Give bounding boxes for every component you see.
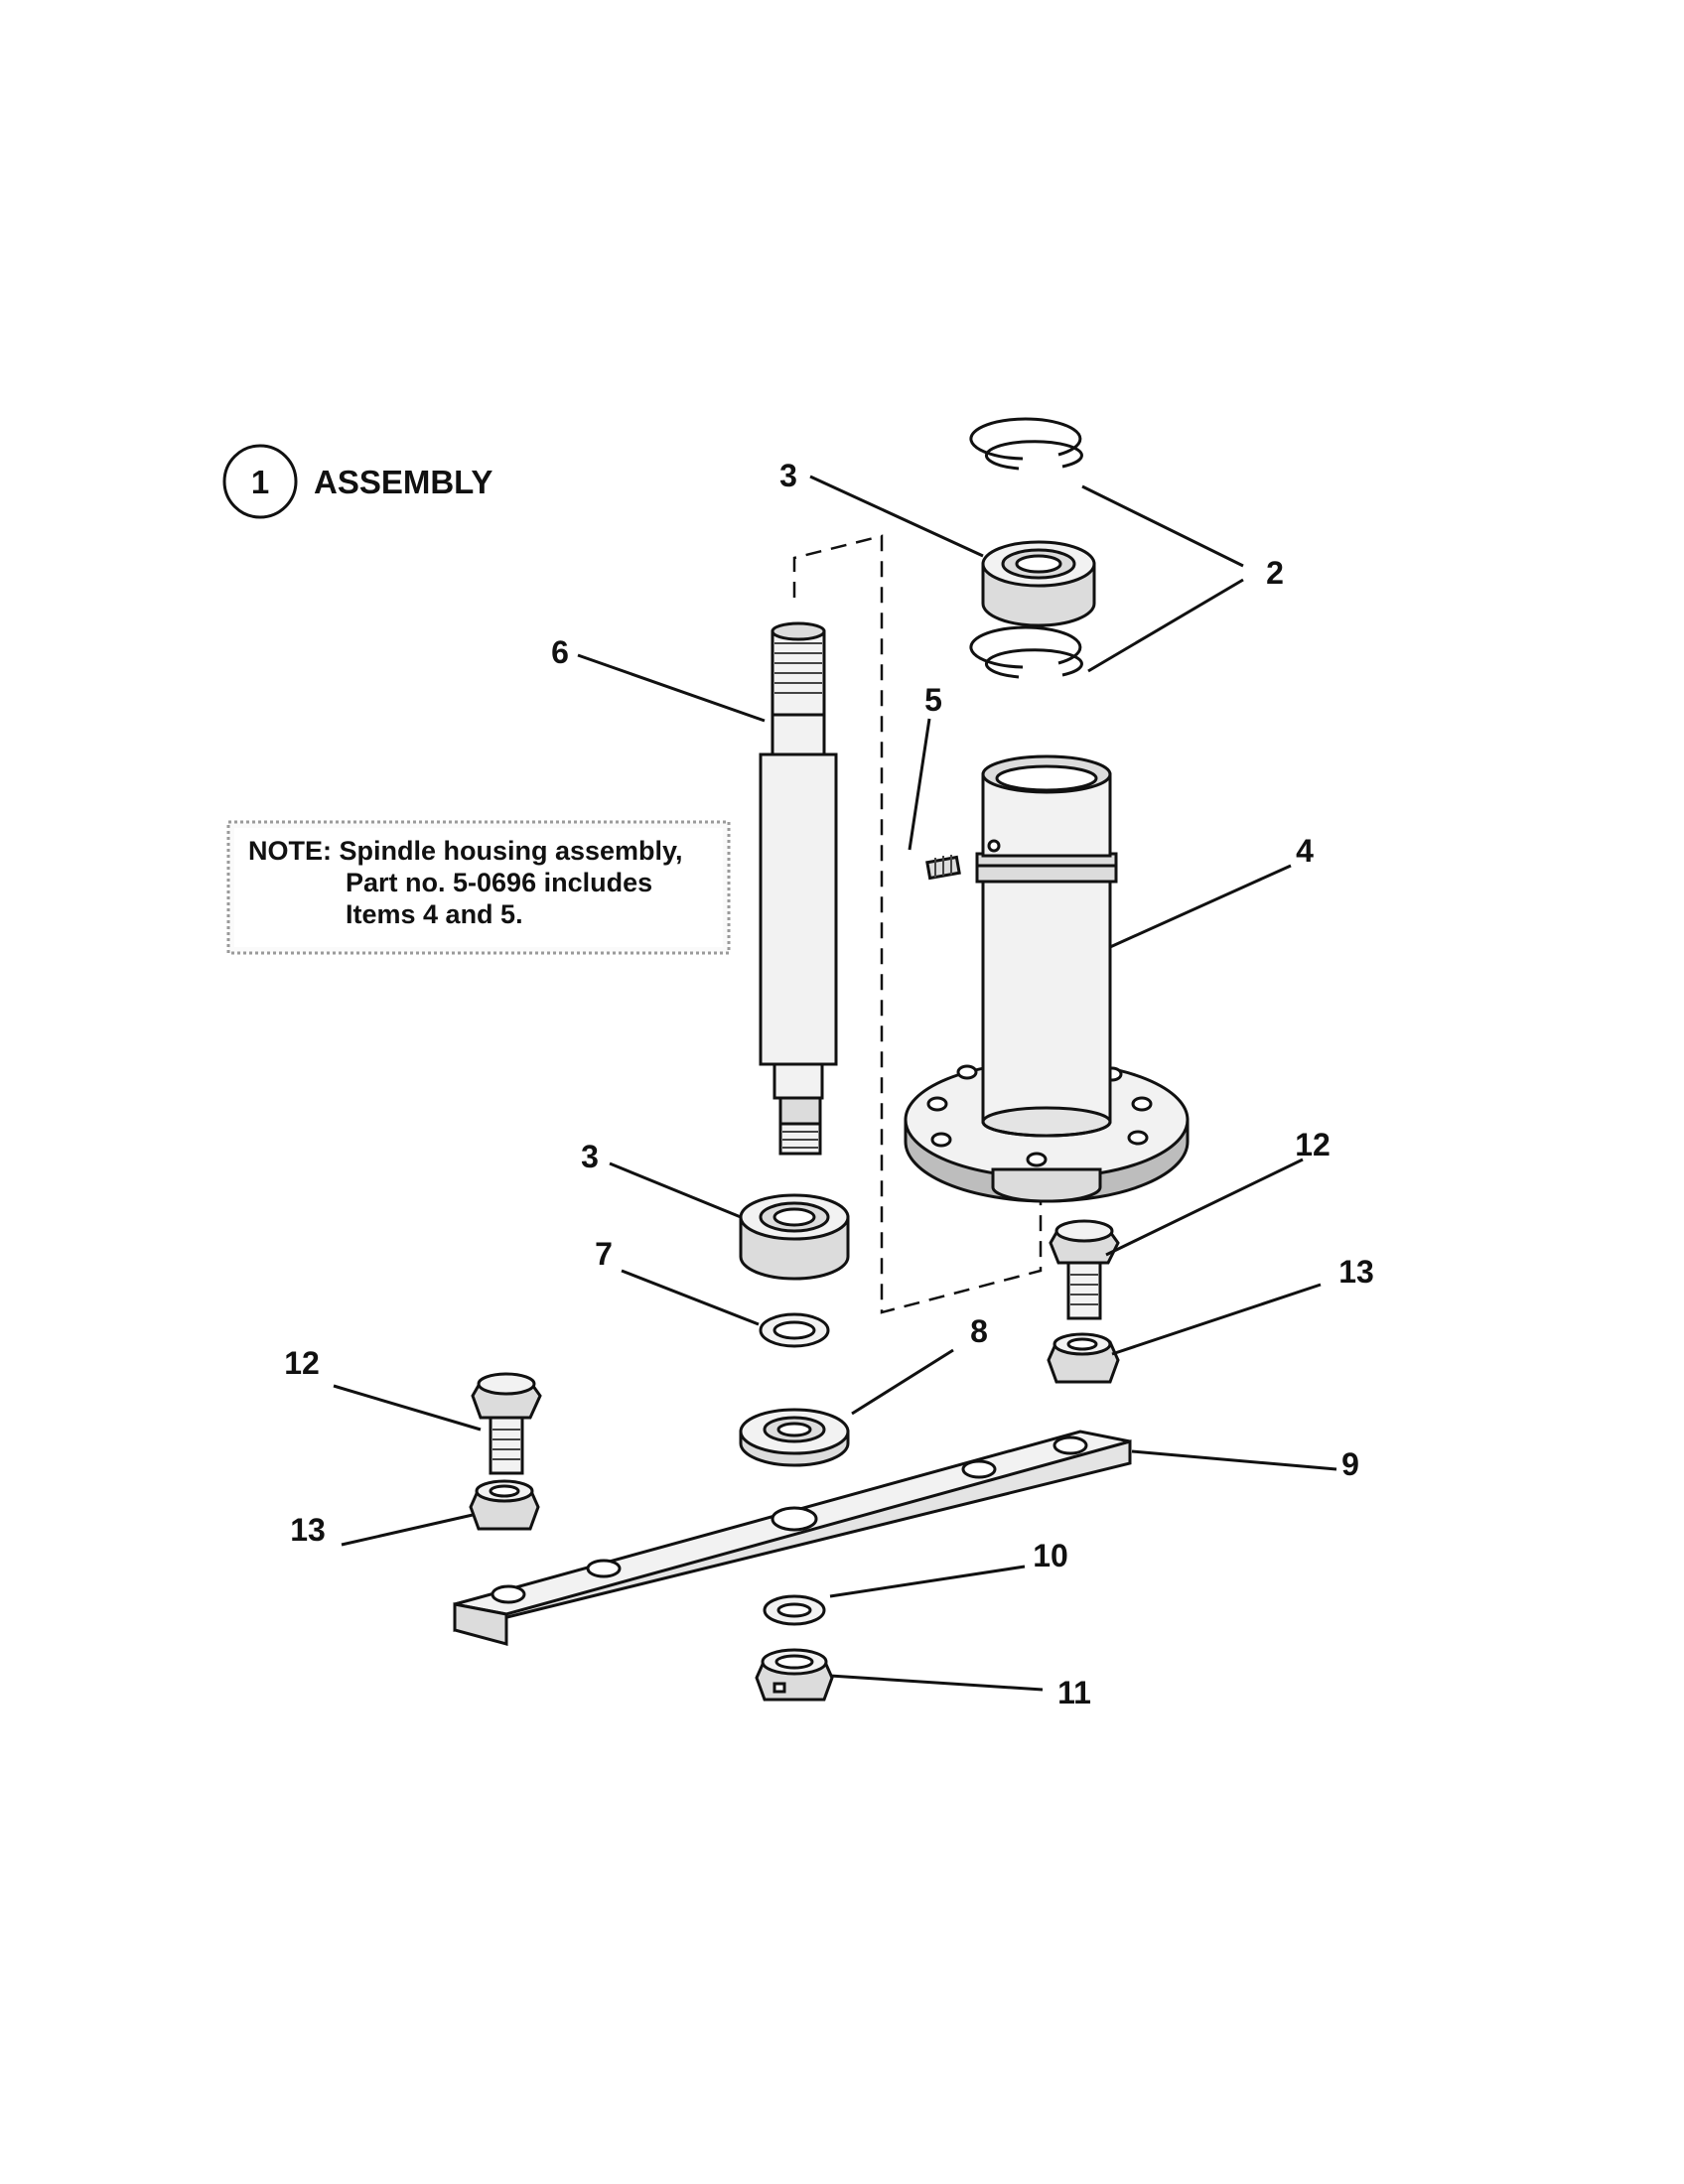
grease-fitting [925,855,961,881]
assembly-title: ASSEMBLY [314,464,492,500]
callout-7: 7 [595,1236,613,1272]
callout-2: 2 [1266,555,1284,591]
callout-numbers: 3 2 6 5 4 3 7 8 12 13 12 13 9 10 11 [284,458,1374,1710]
bolt-12-right [1049,1219,1120,1320]
callout-13-left: 13 [290,1512,326,1548]
note-box: NOTE: Spindle housing assembly, Part no.… [226,820,731,955]
callout-11: 11 [1057,1675,1091,1710]
note-line-2: Part no. 5-0696 includes [346,868,652,897]
bolt-12-left [471,1372,542,1475]
callout-6: 6 [551,634,569,670]
retaining-ring-top [969,417,1083,471]
nut-13-right [1047,1332,1120,1384]
callout-12-right: 12 [1295,1127,1331,1162]
lock-nut-11 [755,1648,834,1702]
spacer-8 [739,1408,850,1467]
callout-3-top: 3 [779,458,797,493]
bearing-top [981,540,1096,627]
assembly-number: 1 [251,464,269,500]
note-line-1: NOTE: Spindle housing assembly, [248,836,683,866]
spindle-shaft [759,621,838,1156]
spindle-housing [904,754,1190,1203]
nut-13-left [469,1479,540,1531]
leader-lines [333,475,1337,1692]
callout-8: 8 [970,1313,988,1349]
assembly-badge: 1 ASSEMBLY [222,444,492,519]
washer-7 [759,1312,830,1348]
blade-9 [453,1430,1132,1646]
alignment-dashed-line [792,534,1043,1314]
callout-13-right: 13 [1338,1254,1374,1290]
callout-10: 10 [1033,1538,1068,1573]
callout-9: 9 [1341,1446,1359,1482]
shaft-top-thread [774,642,822,694]
bearing-bottom [739,1193,850,1281]
callout-3-bottom: 3 [581,1139,599,1174]
callout-12-left: 12 [284,1345,320,1381]
washer-10 [763,1594,826,1626]
callout-4: 4 [1296,833,1314,869]
retaining-ring-bottom [969,625,1083,679]
callout-5: 5 [924,682,942,718]
note-line-3: Items 4 and 5. [346,899,523,929]
